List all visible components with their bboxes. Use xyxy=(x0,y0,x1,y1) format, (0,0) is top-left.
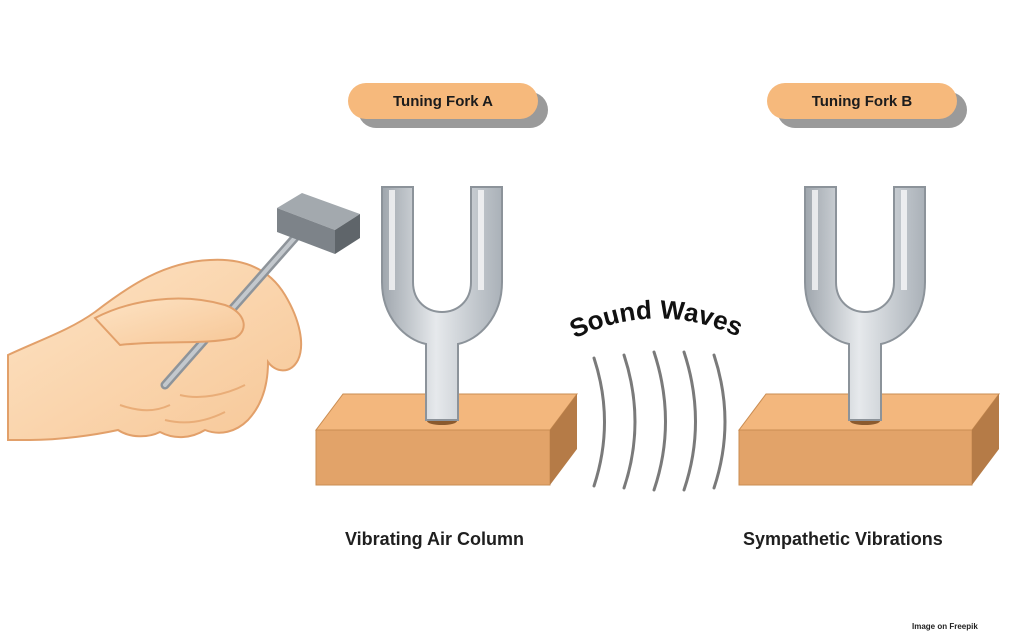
fork-a-label: Tuning Fork A xyxy=(348,83,538,119)
fork-b-label: Tuning Fork B xyxy=(767,83,957,119)
sound-waves-label: Sound Waves xyxy=(565,294,748,344)
sound-waves-icon xyxy=(592,350,727,492)
wooden-block-icon xyxy=(738,393,1000,486)
image-credit: Image on Freepik xyxy=(912,622,978,631)
tuning-fork-icon xyxy=(804,186,926,421)
tuning-fork-icon xyxy=(381,186,503,421)
caption-left: Vibrating Air Column xyxy=(345,529,525,549)
hand-icon xyxy=(7,258,303,441)
caption-right: Sympathetic Vibrations xyxy=(743,529,943,549)
thumb xyxy=(93,297,245,347)
fork-b-label-text: Tuning Fork B xyxy=(811,92,913,110)
fork-a-label-text: Tuning Fork A xyxy=(393,92,493,110)
